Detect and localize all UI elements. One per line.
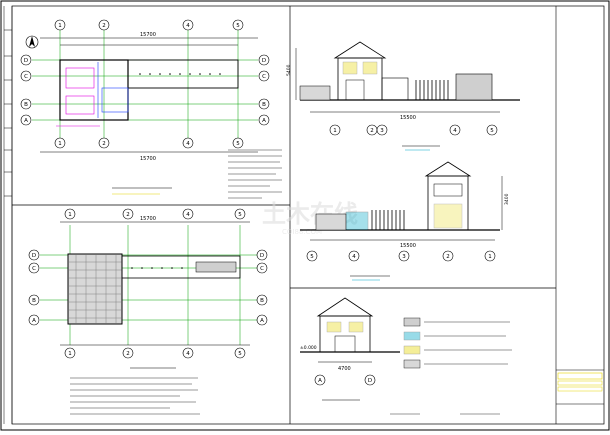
north-arrow-icon [25,35,39,49]
axis-1: 1 [58,23,62,29]
axis-4: 4 [186,23,190,29]
fence-posts [415,80,449,100]
binding-strip [3,6,13,424]
axis-4-bottom: 4 [186,141,190,147]
material-legend [403,317,512,369]
roof-axis-d-right: D [260,253,264,259]
roof-axis-4-bottom: 4 [186,351,190,357]
roof-axis-c: C [32,266,36,272]
elev3-ground-level: ±0.000 [300,345,317,351]
plan1-notes [228,149,282,199]
axis-2: 2 [102,23,106,29]
watermark-sub: COI88.COM [282,228,322,236]
elev1-axis-5: 5 [490,128,494,134]
title-block [555,6,604,424]
elevation-front: 15500 5400 1 2 3 4 5 [286,41,520,151]
roof-notes [70,377,200,415]
roof-axis-1-bottom: 1 [68,351,72,357]
plan1-top-total-dim: 15700 [140,32,156,38]
axis-d-right: D [262,58,266,64]
plan2-top-total-dim: 15700 [140,216,156,222]
elev3-total-dim: 4700 [338,366,351,372]
title-block-stamp [557,372,603,392]
elev2-height-dim: 3400 [504,193,510,205]
axis-5: 5 [236,23,240,29]
roof-axis-b-right: B [260,298,264,304]
axis-2-bottom: 2 [102,141,106,147]
ground-floor-plan: 15700 15700 [20,19,282,199]
elev1-total-dim: 15500 [400,115,416,121]
elev2-axis-2: 2 [446,254,450,260]
roof-axis-1: 1 [68,212,72,218]
axis-b-right: B [262,102,266,108]
roof-axis-2: 2 [126,212,130,218]
roof-hatch [67,253,123,325]
roof-axis-5: 5 [238,212,242,218]
elev2-axis-4: 4 [352,254,356,260]
axis-1-bottom: 1 [58,141,62,147]
roof-axis-5-bottom: 5 [238,351,242,357]
roof-axis-c-right: C [260,266,264,272]
roof-axis-4: 4 [186,212,190,218]
axis-c-right: C [262,74,266,80]
roof-axis-a: A [32,318,36,324]
elev1-axis-4: 4 [453,128,457,134]
roof-axis-2-bottom: 2 [126,351,130,357]
axis-b: B [24,102,28,108]
elev3-axis-a: A [318,378,322,384]
elev1-axis-3: 3 [380,128,384,134]
elev3-axis-d: D [368,378,372,384]
roof-plan: 15700 1 [28,208,268,415]
elev2-total-dim: 15500 [400,243,416,249]
elev1-height-dim: 5400 [286,64,292,76]
roof-axis-b: B [32,298,36,304]
fence-posts-b [371,210,405,230]
axis-5-bottom: 5 [236,141,240,147]
elev2-axis-3: 3 [402,254,406,260]
axis-c: C [24,74,28,80]
axis-a-right: A [262,118,266,124]
roof-axis-a-right: A [260,318,264,324]
elev1-axis-2: 2 [370,128,374,134]
roof-axis-d: D [32,253,36,259]
elev1-axis-1: 1 [333,128,337,134]
axis-a: A [24,118,28,124]
elev2-axis-5: 5 [310,254,314,260]
panel-dividers [12,6,556,424]
elevation-side: 4700 ±0.000 A D [300,297,512,401]
elevation-rear: 15500 3400 5 4 3 2 1 [300,161,510,281]
axis-d: D [24,58,28,64]
elev2-axis-1: 1 [488,254,492,260]
plan1-bottom-total-dim: 15700 [140,156,156,162]
